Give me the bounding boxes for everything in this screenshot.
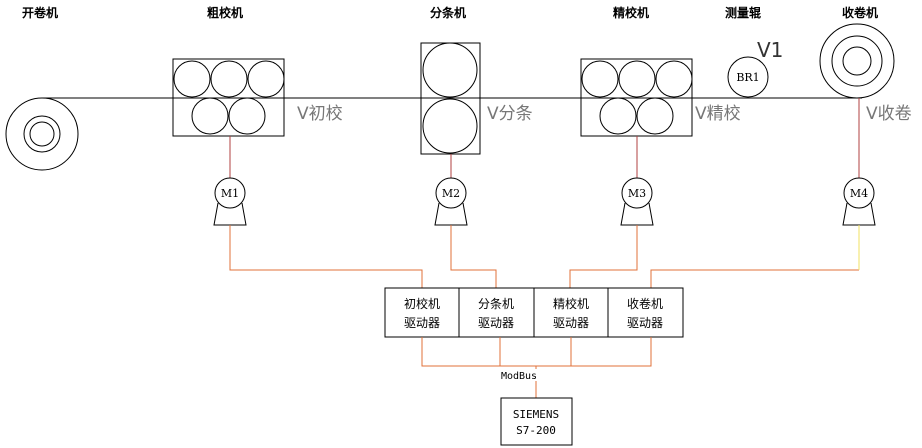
motor-m2: M2 — [434, 177, 468, 226]
plc-box — [500, 397, 573, 446]
driver-fine-line2: 驱动器 — [553, 316, 589, 330]
label-recoiler: 收卷机 — [842, 5, 878, 20]
speed-label-recoil: V收卷 — [866, 104, 912, 124]
driver-fine-line1: 精校机 — [553, 296, 589, 311]
speed-label-slit: V分条 — [487, 104, 533, 124]
modbus-wire — [421, 337, 652, 367]
motor-m1: M1 — [213, 177, 247, 226]
motor-m4-label: M4 — [850, 187, 868, 200]
wire-m3-driver — [569, 225, 638, 288]
driver-slit-line2: 驱动器 — [478, 316, 514, 330]
label-slitter: 分条机 — [430, 5, 466, 20]
speed-label-fine: V精校 — [695, 104, 741, 124]
plc-line1: SIEMENS — [513, 408, 559, 421]
driver-rough-line2: 驱动器 — [404, 316, 440, 330]
measure-roll: BR1 — [727, 56, 769, 98]
fine-leveler-unit — [580, 58, 693, 137]
motor-m1-label: M1 — [221, 187, 239, 200]
recoiler-coil — [819, 23, 895, 99]
motor-m3-label: M3 — [628, 187, 646, 200]
uncoiler-coil — [5, 97, 79, 171]
motor-m2-label: M2 — [442, 187, 460, 200]
measure-roll-label: BR1 — [736, 71, 759, 84]
driver-slit-line1: 分条机 — [478, 297, 514, 311]
label-rough-leveler: 粗校机 — [207, 5, 243, 20]
wire-m1-driver — [229, 225, 423, 288]
plc-line2: S7-200 — [516, 424, 556, 437]
speed-label-v1: V1 — [757, 38, 783, 62]
motor-m3: M3 — [620, 177, 654, 226]
label-fine-leveler: 精校机 — [613, 5, 649, 20]
label-measure-roll: 测量辊 — [725, 5, 761, 20]
driver-recoil-line2: 驱动器 — [627, 316, 663, 330]
modbus-label: ModBus — [501, 371, 537, 382]
drivers-block — [384, 287, 684, 338]
label-uncoiler: 开卷机 — [22, 5, 58, 20]
driver-rough-line1: 初校机 — [404, 296, 440, 311]
wire-m4-driver-orange — [650, 269, 859, 288]
rough-leveler-unit — [172, 58, 285, 137]
modbus-label-bg — [490, 369, 548, 381]
wire-m2-driver — [450, 225, 497, 288]
motor-m4: M4 — [842, 177, 876, 226]
speed-label-rough: V初校 — [297, 104, 343, 124]
driver-recoil-line1: 收卷机 — [627, 296, 663, 311]
